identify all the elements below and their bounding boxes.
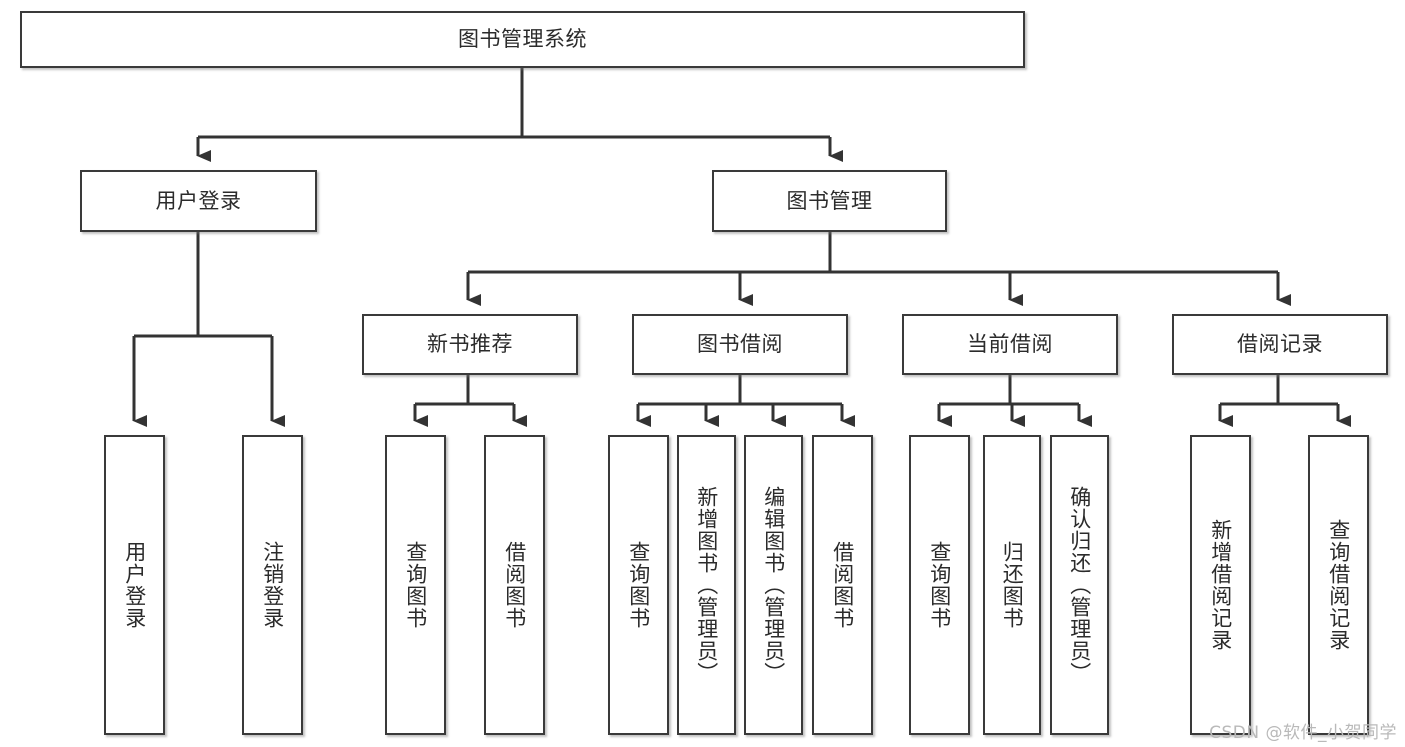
leaf-query-book-current[interactable]: 查询图书: [909, 435, 970, 735]
leaf-add-borrow-record[interactable]: 新增借阅记录: [1190, 435, 1251, 735]
leaf-add-book-admin[interactable]: 新增图书（管理员）: [677, 435, 736, 735]
leaf-borrow-book-recommend-label: 借阅图书: [502, 541, 527, 629]
edges-newbook-to-leaves: [413, 375, 527, 427]
leaf-edit-book-admin-label: 编辑图书（管理员）: [761, 486, 786, 684]
node-user-login[interactable]: 用户登录: [80, 170, 317, 232]
leaf-query-borrow-record-label: 查询借阅记录: [1326, 519, 1351, 651]
node-user-login-label: 用户登录: [155, 188, 242, 213]
leaf-add-borrow-record-label: 新增借阅记录: [1208, 519, 1233, 651]
node-new-book-recommend-label: 新书推荐: [427, 332, 513, 356]
leaf-query-book-current-label: 查询图书: [927, 541, 952, 629]
leaf-borrow-book-label: 借阅图书: [830, 541, 855, 629]
edges-userlogin-to-leaves: [132, 232, 285, 427]
node-new-book-recommend[interactable]: 新书推荐: [362, 314, 578, 375]
leaf-edit-book-admin[interactable]: 编辑图书（管理员）: [744, 435, 803, 735]
leaf-user-login[interactable]: 用户登录: [104, 435, 165, 735]
node-root-label: 图书管理系统: [458, 27, 587, 51]
leaf-logout-label: 注销登录: [260, 541, 285, 629]
node-current-borrow-label: 当前借阅: [967, 332, 1053, 356]
leaf-logout[interactable]: 注销登录: [242, 435, 303, 735]
leaf-confirm-return-admin-label: 确认归还（管理员）: [1067, 486, 1092, 684]
leaf-query-book-recommend-label: 查询图书: [403, 541, 428, 629]
leaf-confirm-return-admin[interactable]: 确认归还（管理员）: [1050, 435, 1109, 735]
edges-bookmgmt-to-level3: [466, 232, 1291, 306]
edges-borrow-to-leaves: [636, 375, 855, 427]
edges-records-to-leaves: [1218, 375, 1351, 427]
leaf-query-book-borrow-label: 查询图书: [626, 541, 651, 629]
node-current-borrow[interactable]: 当前借阅: [902, 314, 1118, 375]
leaf-query-book-recommend[interactable]: 查询图书: [385, 435, 446, 735]
node-book-borrow-label: 图书借阅: [697, 332, 783, 356]
edges-current-to-leaves: [937, 375, 1092, 427]
leaf-query-borrow-record[interactable]: 查询借阅记录: [1308, 435, 1369, 735]
leaf-borrow-book[interactable]: 借阅图书: [812, 435, 873, 735]
leaf-borrow-book-recommend[interactable]: 借阅图书: [484, 435, 545, 735]
node-book-management[interactable]: 图书管理: [712, 170, 947, 232]
leaf-query-book-borrow[interactable]: 查询图书: [608, 435, 669, 735]
leaf-add-book-admin-label: 新增图书（管理员）: [694, 486, 719, 684]
leaf-user-login-label: 用户登录: [122, 541, 147, 629]
node-book-borrow[interactable]: 图书借阅: [632, 314, 848, 375]
node-book-management-label: 图书管理: [786, 188, 873, 213]
edges-root-to-level2: [196, 68, 843, 162]
node-borrow-records-label: 借阅记录: [1237, 332, 1323, 356]
leaf-return-book-label: 归还图书: [1000, 541, 1025, 629]
node-borrow-records[interactable]: 借阅记录: [1172, 314, 1388, 375]
node-root[interactable]: 图书管理系统: [20, 11, 1025, 68]
leaf-return-book[interactable]: 归还图书: [983, 435, 1041, 735]
